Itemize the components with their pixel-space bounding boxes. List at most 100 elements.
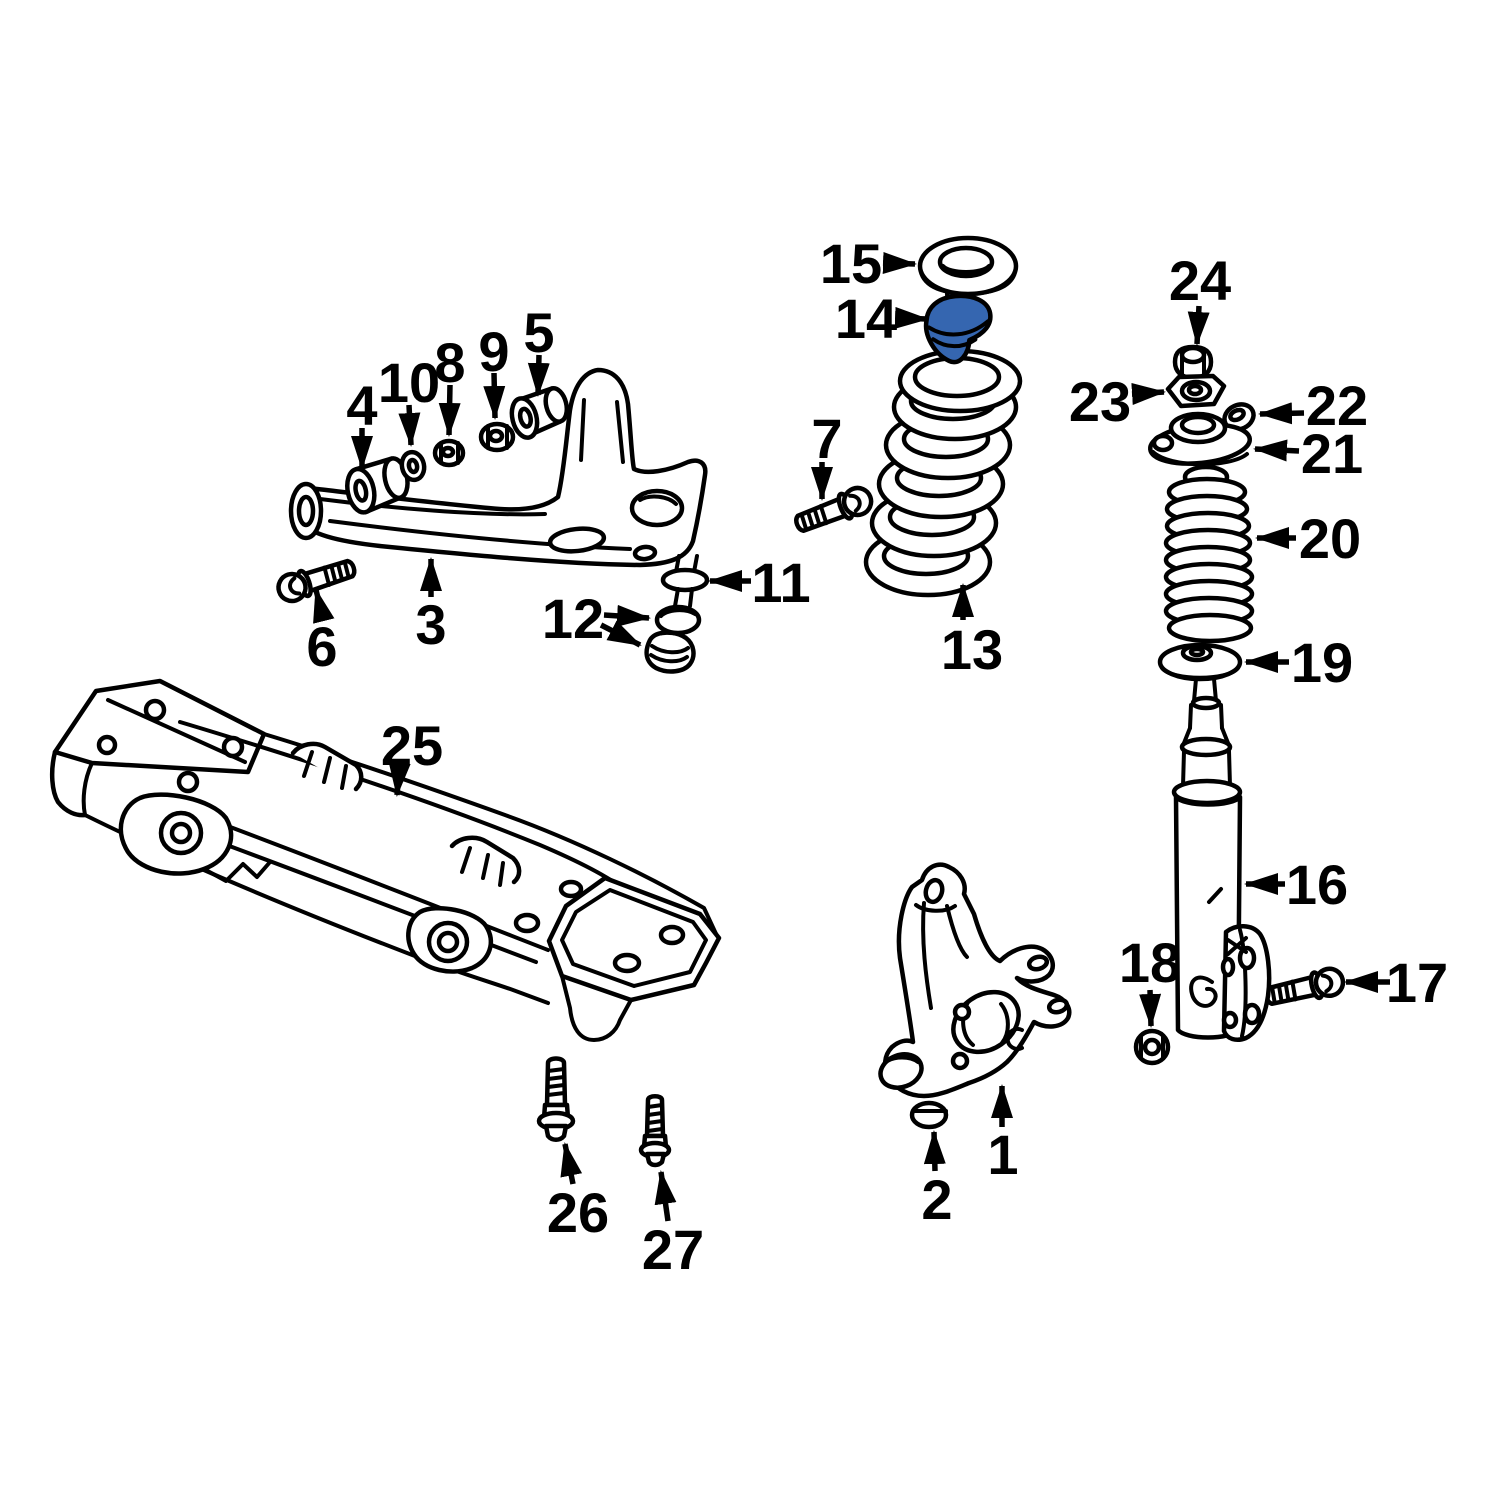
- boot-ring-arc: [659, 608, 697, 618]
- mount-side-hole: [1151, 433, 1175, 453]
- control-arm-outline: [293, 367, 708, 568]
- callout-12-arrow: [599, 620, 642, 648]
- seat-lip: [918, 266, 1018, 296]
- bracket-hole: [1237, 945, 1257, 971]
- callout-8-label: 8: [434, 331, 465, 394]
- callout-19-label: 19: [1291, 631, 1353, 694]
- thread-line: [546, 1067, 566, 1097]
- pad-hole: [612, 952, 642, 974]
- plate-hole: [1186, 383, 1204, 397]
- nut-hole: [440, 445, 456, 459]
- callout-14-arrow: [894, 306, 929, 329]
- callout-26-arrow: [560, 1142, 583, 1185]
- gusset-line: [481, 853, 490, 880]
- bushing-5: [509, 385, 570, 440]
- spring-washer-19: [1157, 642, 1243, 682]
- gusset-line: [322, 756, 332, 784]
- callout-20-label: 20: [1299, 507, 1361, 570]
- callout-2-arrow: [923, 1130, 946, 1172]
- callout-26-label: 26: [547, 1181, 609, 1244]
- bracket-hole: [1242, 1002, 1262, 1026]
- lug-hole: [436, 930, 460, 954]
- boot-rib: [1166, 612, 1254, 644]
- gusset-line: [302, 750, 314, 778]
- gusset-line: [498, 861, 505, 887]
- crossmember-plate-edge: [106, 698, 247, 764]
- knuckle-foot: [878, 1052, 924, 1090]
- callout-10-arrow: [398, 404, 421, 447]
- bolt-head: [543, 1123, 569, 1142]
- bushing-end: [543, 385, 570, 424]
- crossmember-left-tip: [49, 749, 88, 818]
- bracket-hole: [1221, 1010, 1239, 1030]
- lug-hole: [1026, 954, 1050, 972]
- face-hole: [96, 734, 118, 756]
- knuckle-eye-hole: [923, 877, 945, 905]
- bushing-hole: [517, 406, 534, 429]
- callout-27-arrow: [654, 1170, 677, 1222]
- coil-spring: [863, 348, 1023, 598]
- bolt-head: [644, 1151, 667, 1168]
- mount-plate: [1165, 373, 1227, 409]
- bolt-17: [1263, 966, 1345, 1010]
- callout-22-arrow: [1258, 402, 1305, 425]
- rod-step: [1190, 695, 1222, 711]
- upper-tube: [1181, 749, 1232, 788]
- body-cutout: [1189, 975, 1218, 1008]
- arm-upright-line: [579, 398, 586, 462]
- washer-hole: [406, 457, 420, 475]
- callout-5-label: 5: [523, 301, 554, 364]
- nut-hole: [487, 428, 505, 444]
- boot-band: [649, 653, 689, 664]
- bolt-thread-cyl: [544, 1056, 568, 1108]
- callout-3-label: 3: [415, 593, 446, 656]
- callout-10-label: 10: [378, 351, 440, 414]
- mount-lip: [1151, 450, 1249, 467]
- seat-inner-arc: [941, 264, 991, 274]
- mount-cup-hole: [1179, 414, 1217, 436]
- face-hole: [558, 879, 584, 899]
- nut-hole: [1142, 1037, 1162, 1057]
- bolt-27: [638, 1094, 672, 1168]
- knuckle-arm-line: [945, 904, 969, 959]
- callout-18-label: 18: [1119, 931, 1181, 994]
- stud-stem: [673, 587, 694, 608]
- lower-control-arm: [288, 367, 708, 568]
- end-pad-rim: [560, 888, 708, 988]
- callout-12-arrow: [603, 604, 651, 627]
- bushing-hole: [353, 478, 369, 503]
- washer-hole: [1188, 646, 1206, 658]
- callout-27-label: 27: [642, 1218, 704, 1281]
- callout-25-label: 25: [381, 714, 443, 777]
- nut-dome: [1179, 345, 1207, 365]
- bushing-4: [345, 456, 410, 515]
- callout-2-label: 2: [921, 1168, 952, 1231]
- knuckle-outline: [882, 862, 1072, 1099]
- face-hole: [143, 698, 167, 722]
- strut-rod-nut: [1172, 344, 1214, 381]
- crossmember-inner-ridge: [178, 720, 627, 892]
- callout-5-arrow: [527, 354, 550, 397]
- knuckle-arm-line: [921, 901, 933, 1010]
- pad-hole: [658, 924, 686, 946]
- face-hole: [176, 770, 200, 794]
- callout-9-label: 9: [478, 320, 509, 383]
- bolt-26: [536, 1056, 576, 1142]
- flange-hole: [950, 1051, 970, 1071]
- arm-fold-line: [318, 497, 547, 517]
- callout-16-label: 16: [1286, 853, 1348, 916]
- crossmember-left-face-line: [81, 761, 94, 817]
- lug-tab: [202, 860, 272, 883]
- bumper-band: [927, 319, 990, 337]
- arm-hole: [632, 544, 658, 562]
- callout-25-arrow: [388, 762, 411, 797]
- callout-21-arrow: [1253, 439, 1300, 462]
- spring-seat: [917, 235, 1019, 297]
- arm-bushing-sleeve-hole: [296, 494, 316, 528]
- nut-facet: [1180, 348, 1206, 377]
- callout-17-label: 17: [1386, 951, 1448, 1014]
- body-tick: [1207, 887, 1223, 904]
- face-hole: [513, 912, 541, 934]
- rod-taper: [1182, 726, 1230, 745]
- callout-21-label: 21: [1301, 422, 1363, 485]
